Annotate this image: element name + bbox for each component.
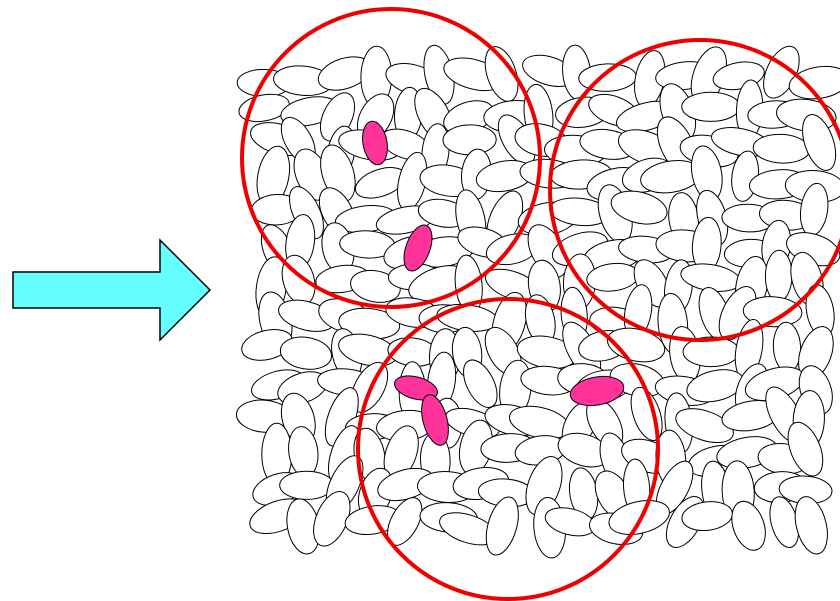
- particle: [682, 92, 740, 121]
- particle: [772, 322, 802, 374]
- right-arrow-icon: [13, 240, 210, 340]
- particle: [765, 250, 792, 302]
- particle: [280, 471, 334, 499]
- particle: [443, 124, 497, 155]
- particle: [752, 133, 810, 165]
